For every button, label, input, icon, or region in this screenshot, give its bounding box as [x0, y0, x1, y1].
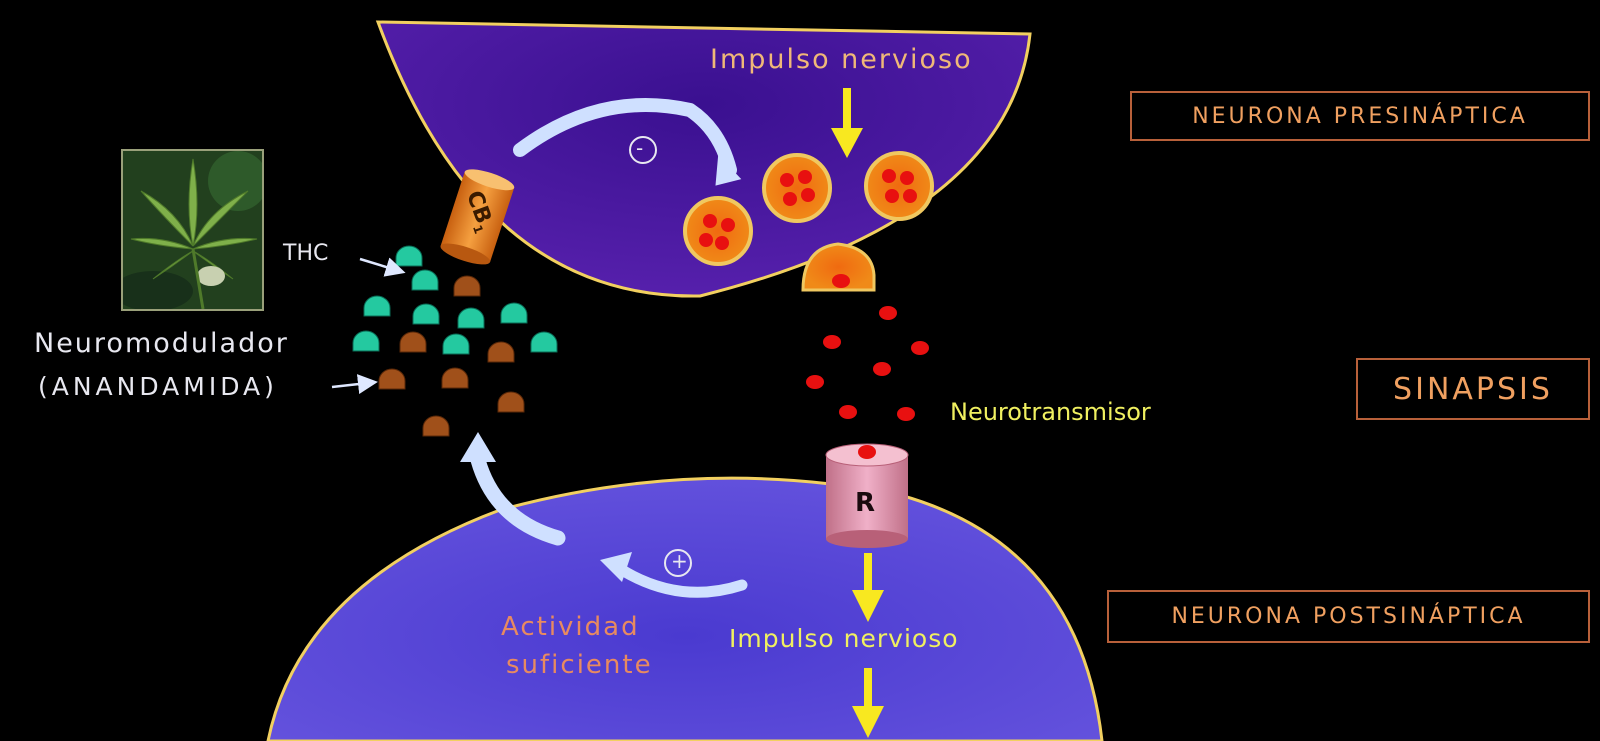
- thc-molecule: [500, 302, 528, 324]
- thc-molecule: [442, 333, 470, 355]
- presynaptic-box-label: NEURONA PRESINÁPTICA: [1192, 103, 1528, 129]
- cb1-receptor-icon: [440, 169, 515, 265]
- neurotransmitters: [806, 274, 929, 421]
- r-receptor-icon: [825, 443, 909, 548]
- presynaptic-neuron: [375, 20, 1032, 298]
- anandamide-molecule: [487, 341, 515, 363]
- neurotransmitter: [806, 375, 824, 389]
- neurotransmitter: [897, 407, 915, 421]
- anandamide-molecules: [378, 275, 525, 437]
- inhibition-arrow: [513, 98, 742, 186]
- neurotransmitter: [879, 306, 897, 320]
- vesicle: [762, 153, 832, 223]
- plus-sign: +: [671, 549, 688, 573]
- impulse-arrow-mid: [852, 553, 884, 622]
- sinapsis-box: SINAPSIS: [1356, 358, 1590, 420]
- postsynaptic-box: NEURONA POSTSINÁPTICA: [1107, 590, 1590, 643]
- receptor-label: R: [855, 488, 876, 518]
- anandamida-label: (ANANDAMIDA): [38, 372, 278, 401]
- feedback-arrow: [460, 432, 566, 546]
- neurotransmitter: [911, 341, 929, 355]
- thc-molecule: [457, 307, 485, 329]
- anandamida-pointer-arrow: [331, 374, 378, 395]
- minus-sign: -: [636, 136, 644, 160]
- impulse-arrow-top: [831, 88, 863, 158]
- thc-molecule: [530, 331, 558, 353]
- neurotransmitter: [823, 335, 841, 349]
- anandamide-molecule: [441, 367, 469, 389]
- activation-arrow-small: [600, 552, 748, 598]
- neurotransmitter: [873, 362, 891, 376]
- plus-circle: [664, 549, 692, 577]
- vesicle: [683, 196, 753, 266]
- thc-molecule: [395, 245, 423, 267]
- postsynaptic-box-label: NEURONA POSTSINÁPTICA: [1171, 604, 1526, 629]
- cannabis-leaf-icon: [121, 149, 264, 311]
- vesicles: [683, 151, 934, 292]
- vesicle: [864, 151, 934, 221]
- thc-molecule: [412, 303, 440, 325]
- fusing-vesicle: [801, 242, 876, 292]
- thc-pointer-arrow: [359, 257, 406, 277]
- impulse-label-bottom: Impulso nervioso: [729, 624, 959, 653]
- anandamide-molecule: [497, 391, 525, 413]
- neurotransmitter: [832, 274, 850, 288]
- impulse-arrow-bottom: [852, 668, 884, 738]
- presynaptic-box: NEURONA PRESINÁPTICA: [1130, 91, 1590, 141]
- anandamide-molecule: [453, 275, 481, 297]
- minus-circle: [629, 136, 657, 164]
- sinapsis-box-label: SINAPSIS: [1393, 371, 1553, 407]
- neuromodulador-label: Neuromodulador: [34, 328, 289, 359]
- impulse-label-top: Impulso nervioso: [710, 44, 973, 75]
- thc-molecule: [352, 330, 380, 352]
- anandamide-molecule: [422, 415, 450, 437]
- thc-molecule: [411, 269, 439, 291]
- suficiente-label: suficiente: [506, 650, 653, 680]
- anandamide-molecule: [378, 368, 406, 390]
- actividad-label: Actividad: [501, 612, 640, 642]
- anandamide-molecule: [399, 331, 427, 353]
- thc-label: THC: [283, 241, 329, 266]
- thc-molecule: [363, 295, 391, 317]
- neurotransmisor-label: Neurotransmisor: [950, 398, 1151, 426]
- neurotransmitter: [839, 405, 857, 419]
- postsynaptic-neuron: [266, 476, 1104, 741]
- thc-molecules: [352, 245, 558, 355]
